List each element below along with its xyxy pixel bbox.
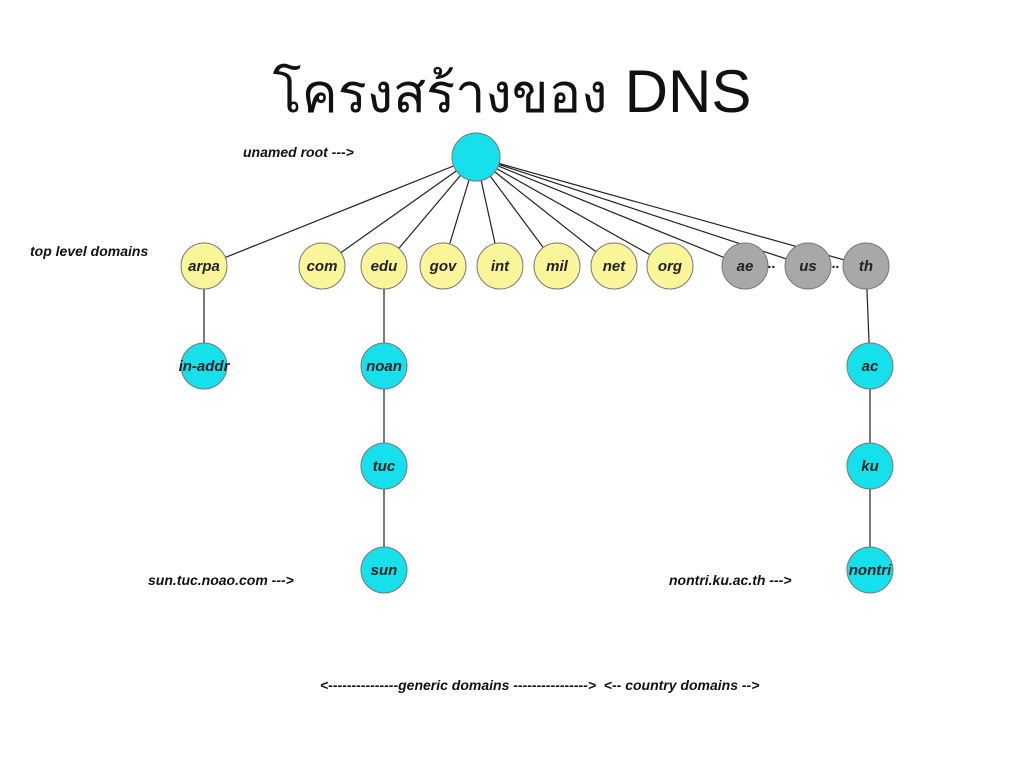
node-gov bbox=[419, 242, 467, 290]
node-sun bbox=[360, 546, 408, 594]
edges-layer bbox=[203, 156, 871, 570]
edge-root-net bbox=[475, 156, 615, 267]
node-org bbox=[646, 242, 694, 290]
edge-root-org bbox=[475, 156, 671, 267]
domain-groups-footer: <---------------generic domains --------… bbox=[320, 677, 759, 693]
node-label-int: int bbox=[491, 258, 510, 275]
node-label-us: us bbox=[799, 258, 817, 275]
node-label-in-addr: in-addr bbox=[179, 358, 231, 375]
node-noan bbox=[360, 342, 408, 390]
root-pointer-label: unamed root ---> bbox=[243, 144, 354, 160]
node-label-tuc: tuc bbox=[373, 458, 396, 475]
node-ae bbox=[721, 242, 769, 290]
node-label-ku: ku bbox=[861, 458, 879, 475]
node-ac bbox=[846, 342, 894, 390]
edge-root-arpa bbox=[203, 156, 477, 267]
node-label-ae: ae bbox=[737, 258, 754, 275]
node-edu bbox=[360, 242, 408, 290]
node-mil bbox=[533, 242, 581, 290]
node-in-addr bbox=[180, 342, 228, 390]
node-us bbox=[784, 242, 832, 290]
node-nontri bbox=[846, 546, 894, 594]
node-th bbox=[842, 242, 890, 290]
node-label-org: org bbox=[658, 258, 682, 275]
nodes-layer: arpa com edu gov int mil net org ae us th in-addr no… bbox=[179, 132, 894, 594]
node-tuc bbox=[360, 442, 408, 490]
node-label-gov: gov bbox=[429, 258, 458, 275]
node-label-edu: edu bbox=[371, 258, 398, 275]
node-com bbox=[298, 242, 346, 290]
node-label-net: net bbox=[603, 258, 627, 275]
node-ku bbox=[846, 442, 894, 490]
node-arpa bbox=[180, 242, 228, 290]
title-latin: DNS bbox=[624, 58, 752, 125]
node-label-mil: mil bbox=[546, 258, 569, 275]
dots-separator-1: .. bbox=[768, 255, 776, 271]
node-label-nontri: nontri bbox=[849, 562, 892, 579]
node-label-sun: sun bbox=[371, 562, 398, 579]
node-label-th: th bbox=[859, 258, 873, 275]
node-label-com: com bbox=[307, 258, 338, 275]
node-label-noan: noan bbox=[366, 358, 402, 375]
node-root bbox=[451, 132, 501, 182]
title-thai: โครงสร้างของ bbox=[272, 62, 608, 125]
slide-title: โครงสร้างของ DNS bbox=[0, 52, 1024, 134]
nontri-fqdn-label: nontri.ku.ac.th ---> bbox=[669, 572, 792, 588]
node-label-ac: ac bbox=[862, 358, 879, 375]
edge-root-ae bbox=[475, 156, 746, 267]
top-level-domains-label: top level domains bbox=[30, 243, 148, 259]
node-net bbox=[590, 242, 638, 290]
edge-root-com bbox=[321, 156, 477, 267]
node-int bbox=[476, 242, 524, 290]
dots-separator-2: .. bbox=[832, 255, 840, 271]
node-label-arpa: arpa bbox=[188, 258, 220, 275]
sun-fqdn-label: sun.tuc.noao.com ---> bbox=[148, 572, 294, 588]
